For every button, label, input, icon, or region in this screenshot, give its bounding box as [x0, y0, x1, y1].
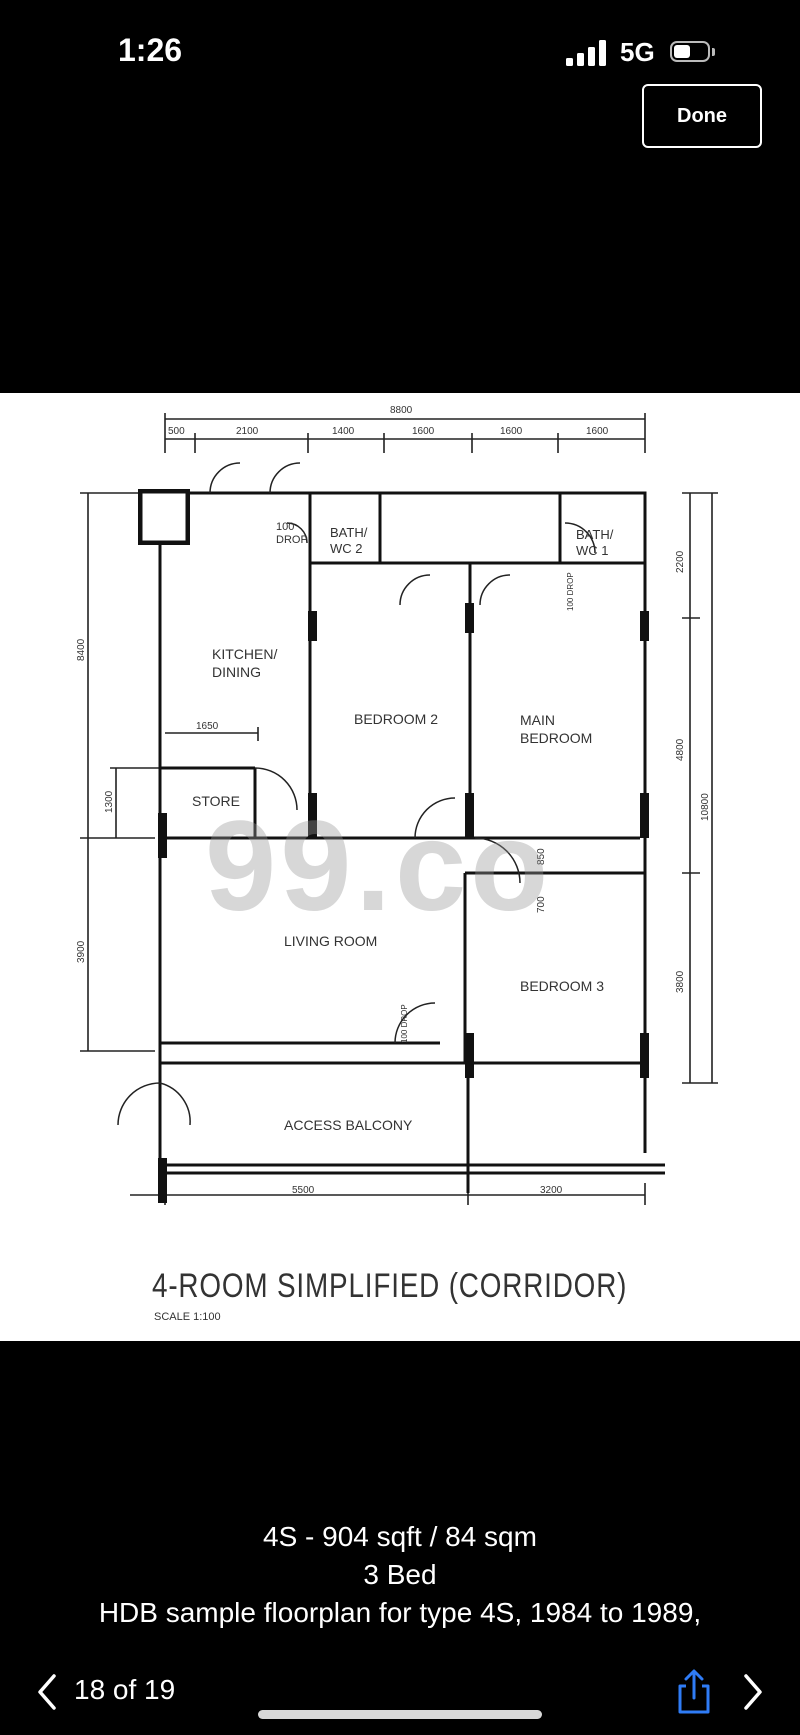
- floorplan-drawing: [80, 413, 718, 1205]
- watermark: 99.co: [205, 795, 553, 938]
- plan-scale: SCALE 1:100: [154, 1311, 221, 1323]
- dim-right-total: 10800: [700, 793, 711, 821]
- dim-bottom-seg-0: 5500: [292, 1185, 315, 1196]
- chevron-left-icon[interactable]: [34, 1672, 60, 1712]
- room-label-kitchen: KITCHEN/ DINING: [212, 646, 278, 680]
- done-button[interactable]: Done: [642, 84, 762, 148]
- dim-left-3900: 3900: [76, 940, 87, 963]
- signal-bars-icon: [566, 40, 610, 66]
- dim-store-1650: 1650: [196, 721, 219, 732]
- room-label-store: STORE: [192, 793, 240, 809]
- dim-top-seg-4: 1600: [500, 426, 523, 437]
- dim-top-seg-5: 1600: [586, 426, 609, 437]
- bottom-toolbar: 18 of 19: [0, 1660, 800, 1735]
- room-label-bedroom-2: BEDROOM 2: [354, 711, 439, 727]
- battery-icon: [670, 41, 718, 64]
- dim-top-total: 8800: [390, 405, 413, 416]
- dim-right-seg-1: 4800: [675, 738, 686, 761]
- caption-line-1: 4S - 904 sqft / 84 sqm: [263, 1521, 537, 1552]
- room-label-bath-wc-1: BATH/ WC 1: [576, 527, 614, 558]
- dim-right-seg-0: 2200: [675, 550, 686, 573]
- room-label-access-balcony: ACCESS BALCONY: [284, 1117, 413, 1133]
- network-type: 5G: [620, 37, 655, 67]
- photo-counter: 18 of 19: [74, 1674, 176, 1705]
- plan-title: 4-ROOM SIMPLIFIED (CORRIDOR): [152, 1267, 628, 1305]
- photo-caption: 4S - 904 sqft / 84 sqm 3 Bed HDB sample …: [0, 1518, 800, 1632]
- dim-bottom-seg-1: 3200: [540, 1185, 563, 1196]
- dim-top-seg-3: 1600: [412, 426, 435, 437]
- caption-line-3: HDB sample floorplan for type 4S, 1984 t…: [98, 1597, 702, 1628]
- share-icon[interactable]: [672, 1668, 716, 1716]
- drop-vertical-label: 100 DROP: [566, 572, 575, 611]
- room-label-living-room: LIVING ROOM: [284, 933, 378, 949]
- dim-right-seg-2: 3800: [675, 970, 686, 993]
- status-bar: 1:26 5G: [0, 0, 800, 110]
- dim-top-seg-1: 2100: [236, 426, 259, 437]
- caption-line-2: 3 Bed: [363, 1559, 437, 1590]
- dim-top-seg-0: 500: [168, 426, 185, 437]
- room-label-bedroom-3: BEDROOM 3: [520, 978, 605, 994]
- refuse-chute-label: REFUSE CHUTE: [151, 511, 181, 525]
- dim-left-total: 8400: [76, 638, 87, 661]
- room-label-bath-wc-2: BATH/ WC 2: [330, 525, 368, 556]
- chevron-right-icon[interactable]: [740, 1672, 766, 1712]
- dim-top-seg-2: 1400: [332, 426, 355, 437]
- drop-label: 100 DROP: [276, 521, 308, 546]
- drop-door-label: 100 DROP: [400, 1004, 409, 1043]
- dim-left-1300: 1300: [104, 790, 115, 813]
- floorplan-image[interactable]: KITCHEN/ DINING BEDROOM 2 MAIN BEDROOM S…: [0, 393, 800, 1341]
- home-indicator[interactable]: [258, 1710, 542, 1719]
- room-label-main-bedroom: MAIN BEDROOM: [520, 712, 593, 746]
- status-time: 1:26: [118, 32, 183, 68]
